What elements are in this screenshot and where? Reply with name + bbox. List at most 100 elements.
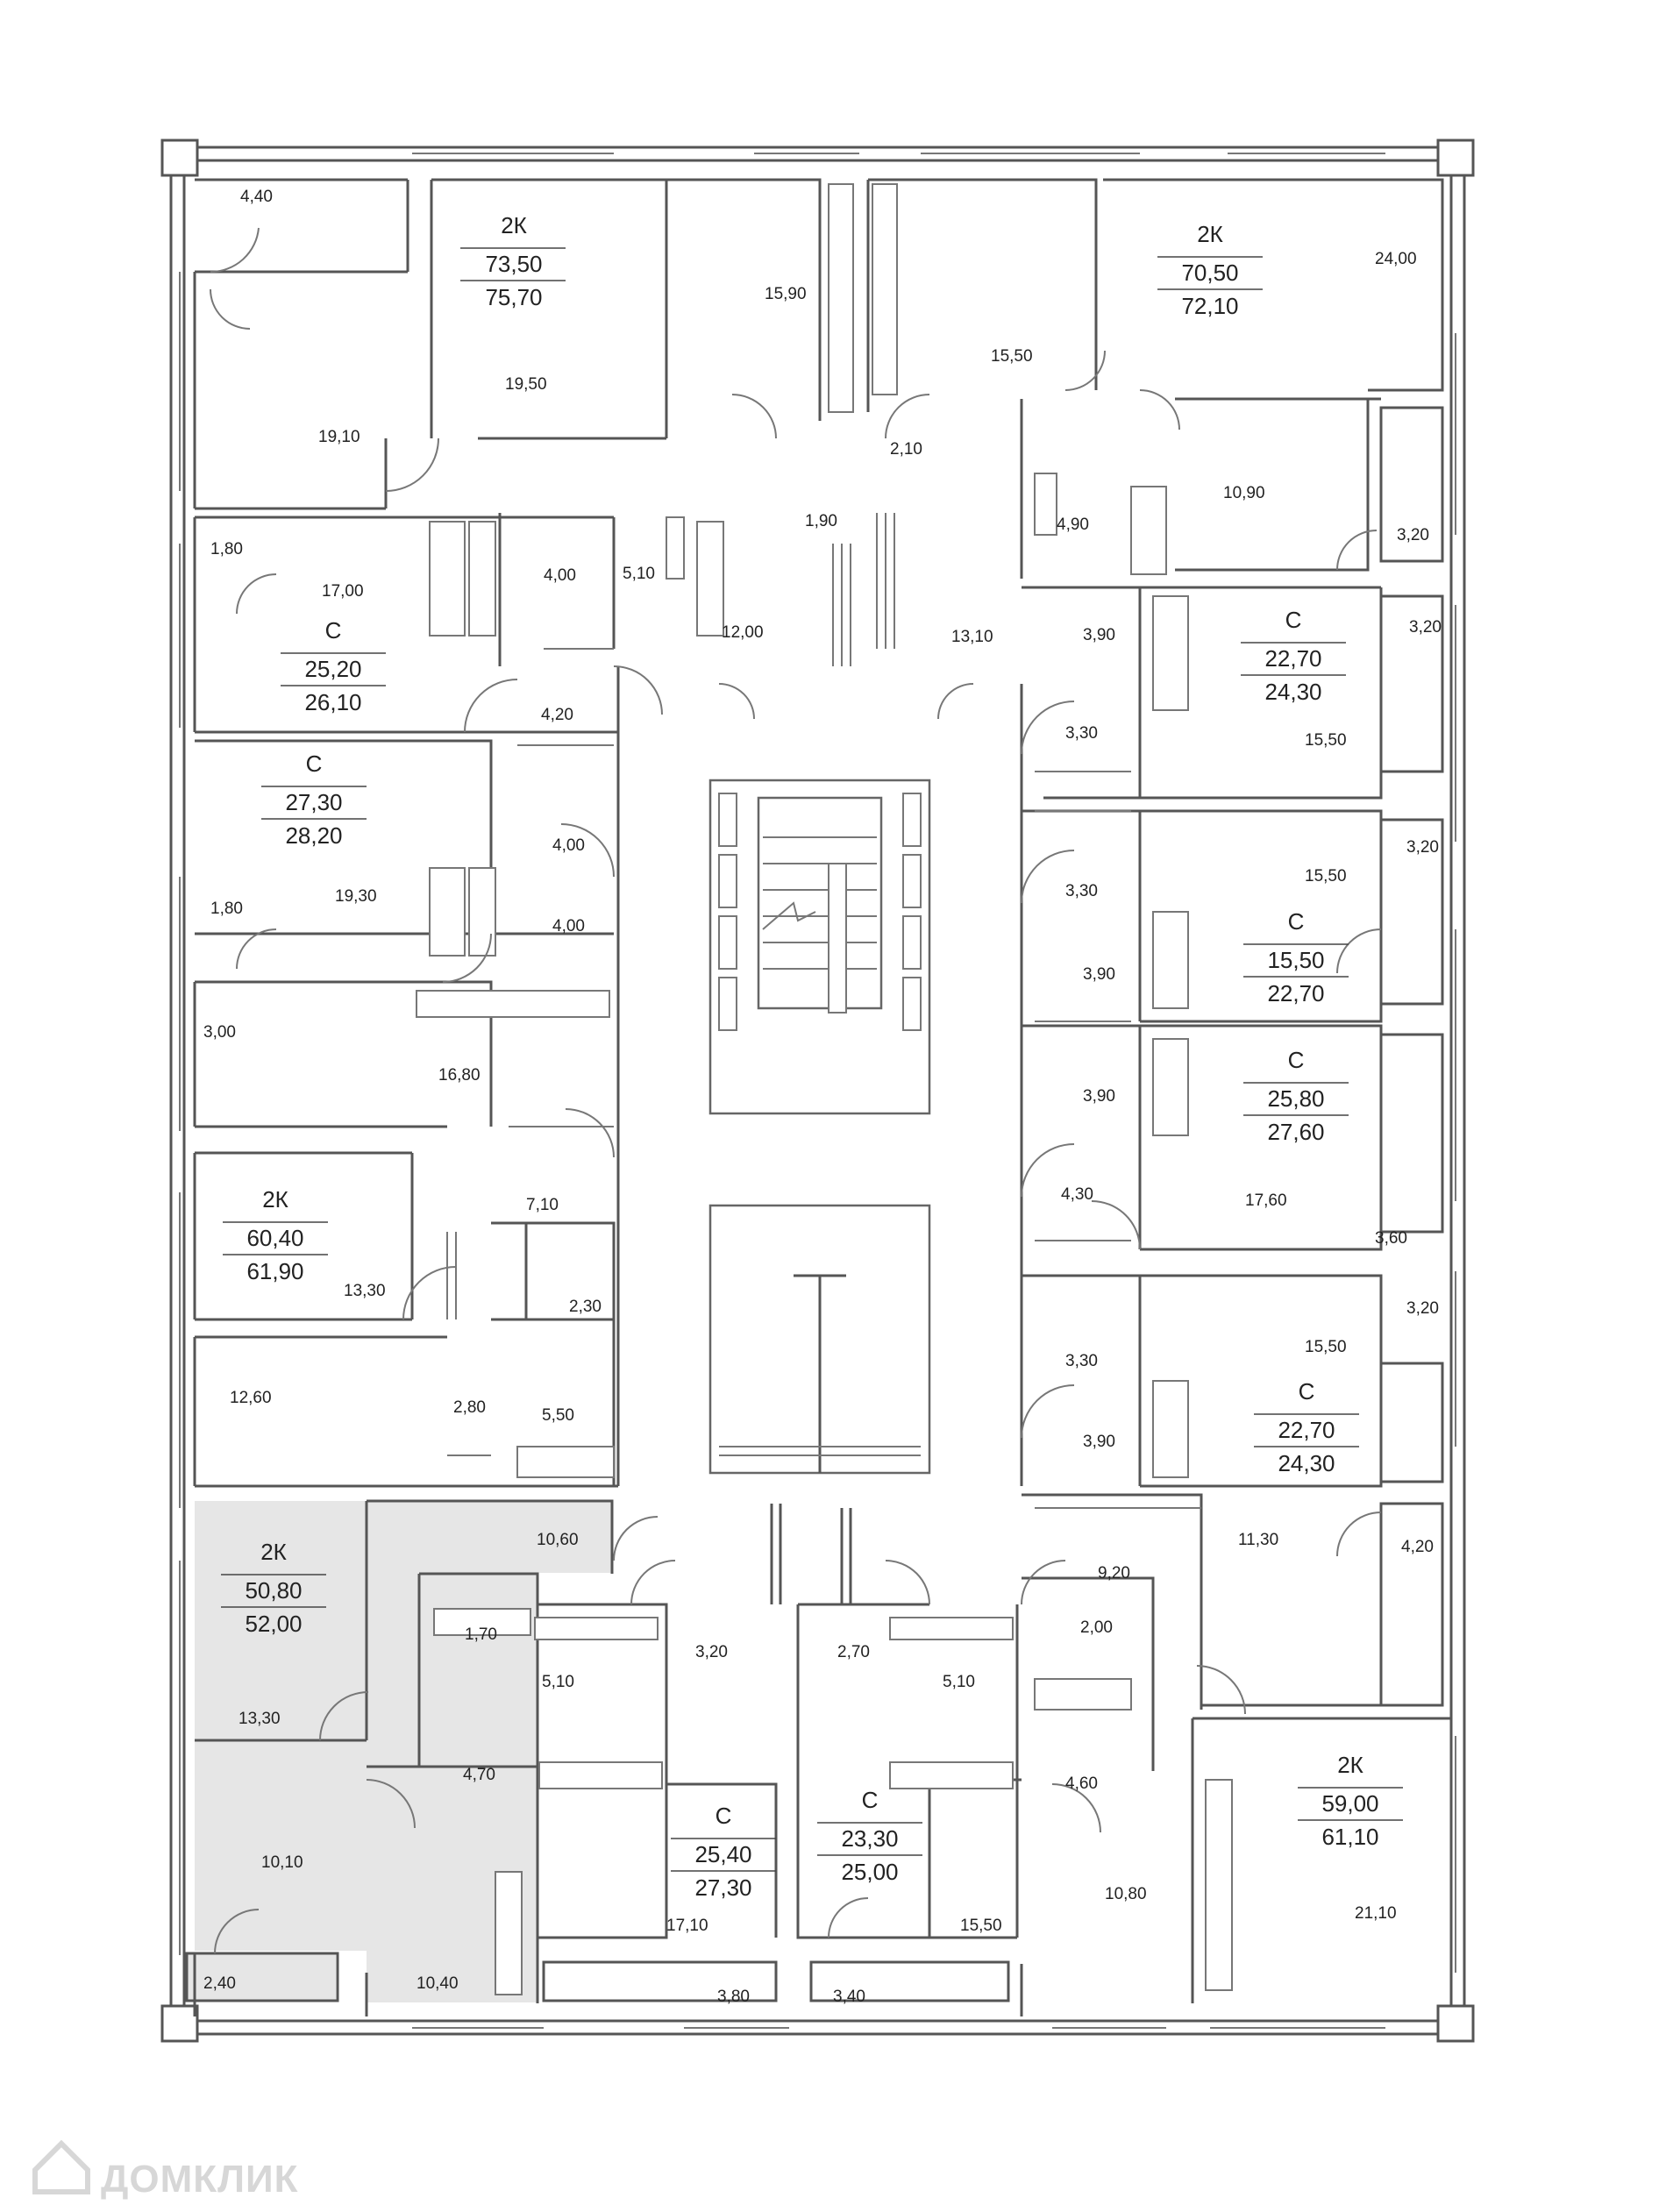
room-area: 3,20 [1409,618,1442,637]
svg-text:ДОМКЛИК: ДОМКЛИК [101,2158,298,2201]
room-area: 5,10 [542,1673,574,1691]
room-area: 13,10 [951,628,993,646]
svg-text:2К: 2К [1337,1752,1363,1778]
room-area: 13,30 [239,1710,281,1728]
room-area: 2,30 [569,1298,602,1316]
svg-text:70,50: 70,50 [1181,260,1238,286]
room-area: 3,90 [1083,1087,1115,1106]
svg-text:61,10: 61,10 [1321,1824,1378,1850]
apartment-label-a2[interactable]: 2К 70,50 72,10 [1157,221,1263,319]
room-area: 3,90 [1083,626,1115,644]
svg-text:С: С [325,617,342,644]
room-area: 24,00 [1375,250,1417,268]
svg-text:22,70: 22,70 [1264,645,1321,672]
room-area: 9,20 [1098,1564,1130,1583]
room-area: 3,20 [1406,838,1439,857]
apartment-label-a6[interactable]: С 15,50 22,70 [1243,908,1349,1006]
room-area: 19,10 [318,428,360,446]
fixtures [416,183,1233,1995]
svg-text:С: С [1299,1378,1315,1405]
apartment-label-a7[interactable]: С 25,80 27,60 [1243,1047,1349,1145]
room-area: 3,40 [833,1988,865,2006]
room-area: 15,50 [1305,867,1347,886]
svg-text:24,30: 24,30 [1264,679,1321,705]
svg-text:24,30: 24,30 [1278,1450,1335,1476]
svg-text:25,80: 25,80 [1267,1085,1324,1112]
room-area: 5,50 [542,1406,574,1425]
room-area: 10,60 [537,1531,579,1549]
room-area: 4,60 [1065,1775,1098,1793]
room-area: 7,10 [526,1196,559,1214]
room-area: 16,80 [438,1066,481,1085]
room-area: 15,50 [1305,1338,1347,1356]
svg-text:С: С [306,750,323,777]
room-area: 3,20 [695,1643,728,1661]
svg-text:25,00: 25,00 [841,1859,898,1885]
room-area: 15,50 [960,1917,1002,1935]
room-area: 2,80 [453,1398,486,1417]
room-area: 10,40 [416,1974,459,1993]
room-area: 1,70 [465,1625,497,1644]
svg-text:27,60: 27,60 [1267,1119,1324,1145]
room-area: 3,30 [1065,882,1098,900]
svg-text:С: С [862,1787,879,1813]
room-area: 12,60 [230,1389,272,1407]
room-area: 1,80 [210,540,243,558]
svg-text:22,70: 22,70 [1267,980,1324,1006]
svg-text:50,80: 50,80 [245,1577,302,1604]
apartment-label-a8[interactable]: 2К 60,40 61,90 [223,1186,328,1284]
room-area: 1,90 [805,512,837,530]
room-area: 3,30 [1065,1352,1098,1370]
room-area: 4,00 [544,566,576,585]
room-area: 1,80 [210,900,243,918]
apartment-label-a12[interactable]: С 23,30 25,00 [817,1787,922,1885]
svg-text:2К: 2К [1197,221,1223,247]
svg-text:25,40: 25,40 [694,1841,751,1867]
room-area: 10,90 [1223,484,1265,502]
room-area: 3,90 [1083,1433,1115,1451]
room-area: 3,80 [717,1988,750,2006]
svg-text:25,20: 25,20 [304,656,361,682]
room-area: 4,00 [552,917,585,935]
room-area: 2,10 [890,440,922,459]
room-area: 4,70 [463,1766,495,1784]
svg-text:59,00: 59,00 [1321,1790,1378,1817]
svg-text:2К: 2К [501,212,527,238]
svg-text:С: С [716,1803,732,1829]
room-area: 4,90 [1057,516,1089,534]
room-area: 5,10 [623,565,655,583]
core [616,666,1023,1604]
apartment-label-a4[interactable]: С 22,70 24,30 [1241,607,1346,705]
svg-text:72,10: 72,10 [1181,293,1238,319]
room-area: 4,00 [552,836,585,855]
apartment-label-a9[interactable]: С 22,70 24,30 [1254,1378,1359,1476]
house-icon [32,2139,90,2194]
apartment-label-a13[interactable]: 2К 59,00 61,10 [1298,1752,1403,1850]
apartment-label-a5[interactable]: С 27,30 28,20 [261,750,367,849]
room-area: 3,90 [1083,965,1115,984]
room-area: 21,10 [1355,1904,1397,1923]
apartment-label-a11[interactable]: С 25,40 27,30 [671,1803,776,1901]
apartment-label-a1[interactable]: 2К 73,50 75,70 [460,212,566,310]
room-area: 19,50 [505,375,547,394]
room-area: 4,20 [1401,1538,1434,1556]
room-area: 3,20 [1397,526,1429,544]
room-area: 12,00 [722,623,764,642]
doors [210,227,1382,1954]
interior-walls [185,178,1451,2016]
svg-text:27,30: 27,30 [285,789,342,815]
room-area: 10,80 [1105,1885,1147,1903]
room-area: 15,50 [991,347,1033,366]
svg-text:2К: 2К [262,1186,288,1213]
highlighted-apartment[interactable] [187,1501,612,2002]
svg-text:73,50: 73,50 [485,251,542,277]
room-area: 4,20 [541,706,573,724]
apartment-label-a3[interactable]: С 25,20 26,10 [281,617,386,715]
watermark-logo: ДОМКЛИК [32,2139,298,2201]
room-area: 15,90 [765,285,807,303]
room-area: 10,10 [261,1853,303,1872]
room-area: 4,30 [1061,1185,1093,1204]
room-area: 17,10 [666,1917,708,1935]
apartment-label-a10[interactable]: 2К 50,80 52,00 [221,1539,326,1637]
